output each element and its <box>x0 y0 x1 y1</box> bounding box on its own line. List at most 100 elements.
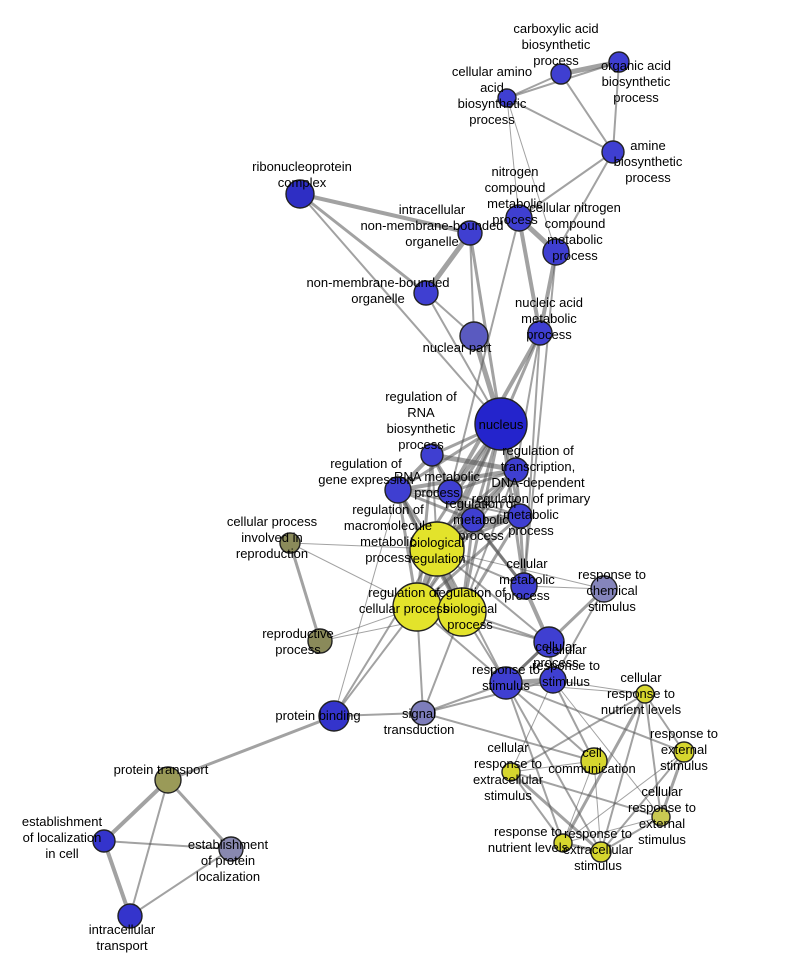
edge-ribonucleoprotein_complex--intracellular_non_membrane_bounded_organelle <box>298 192 472 235</box>
edge-protein_binding--protein_transport <box>166 714 336 782</box>
edge-establishment_of_protein_localization--intracellular_transport <box>129 848 232 917</box>
node-response_to_stimulus[interactable] <box>489 666 523 700</box>
node-nucleus[interactable] <box>474 397 528 451</box>
node-ribonucleoprotein_complex[interactable] <box>285 179 315 209</box>
edge-amine_biosynthetic_process--nitrogen_compound_metabolic_process <box>518 151 614 219</box>
edge-protein_binding--regulation_of_gene_expression <box>333 489 399 717</box>
node-regulation_of_gene_expression[interactable] <box>384 476 412 504</box>
edge-cellular_amino_acid_biosynthetic_process--nitrogen_compound_metabolic_process <box>506 97 520 219</box>
node-establishment_of_protein_localization[interactable] <box>218 836 244 862</box>
node-biological_regulation[interactable] <box>409 521 465 577</box>
node-intracellular_non_membrane_bounded_organelle[interactable] <box>457 220 483 246</box>
node-cellular_response_to_external_stimulus[interactable] <box>651 807 671 827</box>
edge-cellular_response_to_stimulus--cellular_response_to_nutrient_levels <box>552 679 646 695</box>
node-label-protein_transport: protein transport <box>114 762 209 777</box>
edge-cellular_response_to_nutrient_levels--cellular_response_to_external_stimulus <box>644 693 662 818</box>
node-cellular_response_to_extracellular_stimulus[interactable] <box>501 762 521 782</box>
node-non_membrane_bounded_organelle[interactable] <box>413 280 439 306</box>
edge-amine_biosynthetic_process--cellular_nitrogen_compound_metabolic_process <box>555 151 614 253</box>
node-nucleic_acid_metabolic_process[interactable] <box>527 320 553 346</box>
node-regulation_of_metabolic_process[interactable] <box>460 507 486 533</box>
edge-response_to_stimulus--cell_communication <box>505 682 595 762</box>
node-organic_acid_biosynthetic_process[interactable] <box>608 51 630 73</box>
edge-cellular_amino_acid_biosynthetic_process--amine_biosynthetic_process <box>506 97 614 153</box>
node-response_to_nutrient_levels[interactable] <box>553 833 573 853</box>
node-reproductive_process[interactable] <box>307 628 333 654</box>
node-protein_binding[interactable] <box>318 700 350 732</box>
edge-intracellular_non_membrane_bounded_organelle--nuclear_part <box>469 232 475 337</box>
node-regulation_of_primary_metabolic_process[interactable] <box>507 503 533 529</box>
edge-response_to_external_stimulus--response_to_nutrient_levels <box>562 751 685 844</box>
edge-regulation_of_metabolic_process--cellular_metabolic_process <box>471 518 526 588</box>
node-cellular_process[interactable] <box>533 626 565 658</box>
node-carboxylic_acid_biosynthetic_process[interactable] <box>550 63 572 85</box>
edge-response_to_external_stimulus--cellular_response_to_external_stimulus <box>659 750 686 819</box>
edge-protein_transport--establishment_of_protein_localization <box>166 778 233 851</box>
nodes-layer <box>92 51 695 929</box>
node-regulation_of_transcription_dna_dependent[interactable] <box>503 457 529 483</box>
node-nuclear_part[interactable] <box>459 321 489 351</box>
node-regulation_of_rna_biosynthetic_process[interactable] <box>420 443 444 467</box>
node-cellular_nitrogen_compound_metabolic_process[interactable] <box>542 238 570 266</box>
node-signal_transduction[interactable] <box>410 700 436 726</box>
node-response_to_external_stimulus[interactable] <box>673 741 695 763</box>
edge-response_to_stimulus--cellular_response_to_nutrient_levels <box>505 682 646 695</box>
node-cellular_response_to_nutrient_levels[interactable] <box>635 684 655 704</box>
edge-cellular_response_to_extracellular_stimulus--response_to_extracellular_stimulus <box>509 770 603 854</box>
node-cellular_process_involved_in_reproduction[interactable] <box>279 532 301 554</box>
edge-protein_transport--intracellular_transport <box>129 779 169 917</box>
node-establishment_of_localization_in_cell[interactable] <box>92 829 116 853</box>
edge-cellular_amino_acid_biosynthetic_process--cellular_nitrogen_compound_metabolic_process <box>506 97 557 253</box>
edge-regulation_of_rna_biosynthetic_process--regulation_of_transcription_dna_dependent <box>429 452 519 473</box>
edge-cellular_response_to_nutrient_levels--cellular_response_to_extracellular_stimulus <box>510 693 646 773</box>
node-cellular_metabolic_process[interactable] <box>510 572 538 600</box>
node-protein_transport[interactable] <box>154 766 182 794</box>
edge-establishment_of_localization_in_cell--establishment_of_protein_localization <box>103 840 232 850</box>
node-cellular_amino_acid_biosynthetic_process[interactable] <box>497 88 517 108</box>
node-intracellular_transport[interactable] <box>117 903 143 929</box>
edge-cellular_nitrogen_compound_metabolic_process--nucleic_acid_metabolic_process <box>538 250 558 335</box>
edge-signal_transduction--cell_communication <box>422 712 595 762</box>
node-label-nucleus: nucleus <box>479 417 524 432</box>
edge-cellular_response_to_extracellular_stimulus--response_to_nutrient_levels <box>510 771 564 844</box>
node-response_to_chemical_stimulus[interactable] <box>590 575 618 603</box>
node-nitrogen_compound_metabolic_process[interactable] <box>505 204 533 232</box>
node-regulation_of_biological_process[interactable] <box>437 587 487 637</box>
edge-cellular_process_involved_in_reproduction--reproductive_process <box>288 541 322 643</box>
node-response_to_extracellular_stimulus[interactable] <box>590 841 612 863</box>
edge-protein_binding--biological_regulation <box>333 548 438 717</box>
node-amine_biosynthetic_process[interactable] <box>601 140 625 164</box>
edge-cell_communication--response_to_nutrient_levels <box>562 760 595 844</box>
node-cell_communication[interactable] <box>580 747 608 775</box>
node-cellular_response_to_stimulus[interactable] <box>539 666 567 694</box>
node-rna_metabolic_process[interactable] <box>437 479 463 505</box>
edge-ribonucleoprotein_complex--non_membrane_bounded_organelle <box>298 192 428 295</box>
edge-response_to_stimulus--response_to_extracellular_stimulus <box>505 682 602 853</box>
